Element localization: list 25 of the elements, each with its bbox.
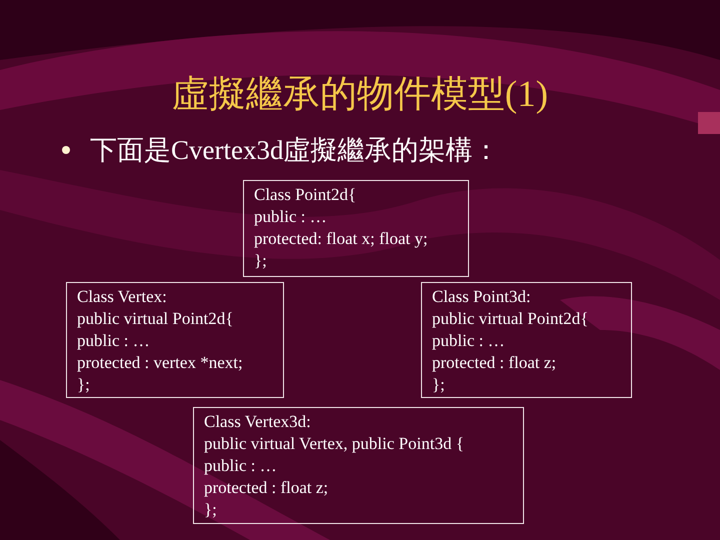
code-line: }; xyxy=(77,374,90,396)
bullet-text: 下面是Cvertex3d虛擬繼承的架構： xyxy=(90,134,500,167)
code-line: protected : vertex *next; xyxy=(77,352,243,374)
class-box xyxy=(66,282,284,398)
code-line: public : … xyxy=(254,206,327,228)
code-line: Class Point3d: xyxy=(432,286,531,308)
code-line: Class Point2d{ xyxy=(254,184,356,206)
code-line: public : … xyxy=(77,330,150,352)
code-line: }; xyxy=(432,374,445,396)
class-box xyxy=(193,407,524,524)
code-line: protected : float z; xyxy=(432,352,556,374)
code-line: public virtual Point2d{ xyxy=(77,308,234,330)
code-line: public virtual Point2d{ xyxy=(432,308,588,330)
slide-title: 虛擬繼承的物件模型(1) xyxy=(170,73,550,117)
code-line: protected : float z; xyxy=(204,477,328,499)
class-box xyxy=(243,180,469,277)
code-line: }; xyxy=(254,250,267,272)
code-line: public : … xyxy=(204,455,277,477)
class-box xyxy=(421,282,632,398)
code-line: public virtual Vertex, public Point3d { xyxy=(204,433,464,455)
code-line: }; xyxy=(204,499,217,521)
code-line: public : … xyxy=(432,330,505,352)
code-line: Class Vertex: xyxy=(77,286,167,308)
code-line: protected: float x; float y; xyxy=(254,228,428,250)
code-line: Class Vertex3d: xyxy=(204,411,311,433)
